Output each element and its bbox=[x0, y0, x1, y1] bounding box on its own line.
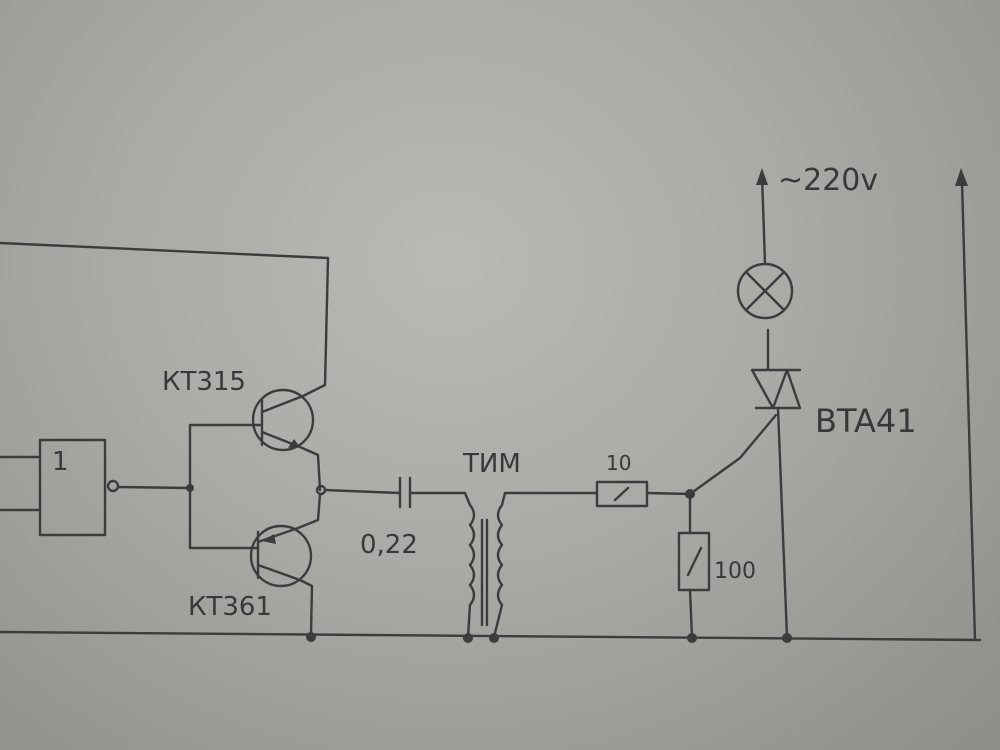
arrow-up-icon bbox=[756, 168, 768, 185]
lamp-cross-icon bbox=[744, 173, 786, 312]
resistor-10-label: 10 bbox=[606, 451, 631, 475]
triac-gate-wire bbox=[688, 413, 778, 496]
transformer-label: ТИМ bbox=[462, 449, 521, 479]
ground-node bbox=[687, 633, 697, 643]
top-wire bbox=[0, 241, 330, 398]
ground-node bbox=[463, 633, 473, 643]
gate-input-wires bbox=[0, 455, 42, 512]
emitter-arrow-icon bbox=[288, 439, 300, 448]
npn-leads bbox=[260, 394, 322, 492]
ground-node bbox=[489, 633, 499, 643]
resistor-100-label: 100 bbox=[714, 559, 756, 584]
resistor-mark bbox=[686, 546, 703, 577]
transformer-primary bbox=[466, 503, 476, 639]
lower-transistor-label: КТ361 bbox=[188, 592, 272, 622]
ground-node bbox=[782, 633, 792, 643]
base-wires bbox=[188, 423, 264, 550]
capacitor bbox=[323, 476, 472, 509]
arrow-up-icon bbox=[955, 168, 968, 186]
gate-output-wire bbox=[116, 485, 192, 490]
capacitor-label: 0,22 bbox=[360, 530, 418, 560]
gate-inverter-bubble bbox=[106, 479, 120, 493]
shunt-wire bbox=[688, 492, 694, 639]
npn-transistor bbox=[251, 388, 315, 452]
pnp-arrow-icon bbox=[262, 534, 276, 544]
right-rail bbox=[960, 180, 977, 642]
pnp-transistor bbox=[249, 524, 313, 588]
logic-gate bbox=[38, 438, 107, 537]
supply-label: ~220v bbox=[778, 163, 878, 198]
transformer-core bbox=[480, 518, 489, 627]
transformer-secondary bbox=[492, 491, 599, 639]
resistor-100 bbox=[677, 531, 711, 592]
triac-label: BTA41 bbox=[815, 402, 917, 440]
resistor-mark bbox=[613, 486, 692, 502]
gate-label: 1 bbox=[52, 447, 69, 477]
ground-node bbox=[306, 632, 316, 642]
pnp-leads bbox=[256, 492, 322, 637]
upper-transistor-label: КТ315 bbox=[162, 367, 246, 397]
triac bbox=[750, 328, 802, 639]
